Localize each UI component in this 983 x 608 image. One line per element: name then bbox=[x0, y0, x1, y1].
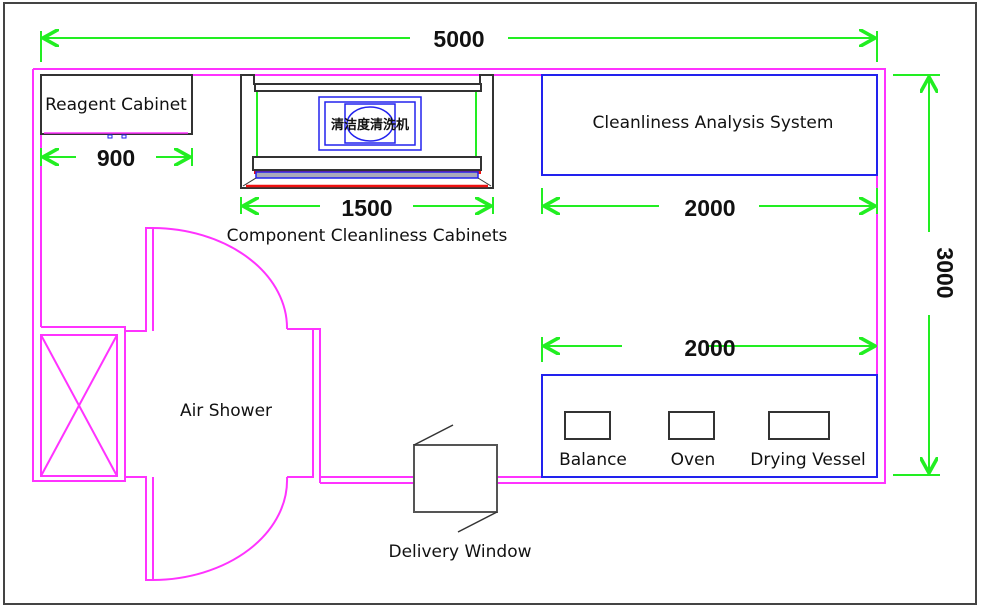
reagent-cabinet: Reagent Cabinet 900 bbox=[40, 74, 193, 171]
dimension-overall-depth: 3000 bbox=[893, 74, 958, 476]
air-shower: Air Shower bbox=[32, 227, 321, 581]
page-border bbox=[3, 2, 977, 605]
dimension-overall-width: 5000 bbox=[40, 26, 878, 62]
dimension-label: 2000 bbox=[684, 195, 735, 221]
drying-vessel-label: Drying Vessel bbox=[750, 450, 866, 470]
dimension-label: 5000 bbox=[433, 26, 484, 52]
dimension-label: 900 bbox=[97, 145, 135, 171]
oven-icon bbox=[668, 411, 715, 440]
air-shower-label: Air Shower bbox=[180, 401, 272, 421]
lab-bench: 2000 Balance Oven Drying Vessel bbox=[541, 335, 878, 478]
dimension-label: 2000 bbox=[684, 335, 735, 361]
dimension-label: 3000 bbox=[932, 247, 958, 298]
dimension-label: 1500 bbox=[341, 195, 392, 221]
cleanliness-cabinets-label: Component Cleanliness Cabinets bbox=[227, 226, 508, 246]
balance-label: Balance bbox=[559, 450, 627, 470]
reagent-cabinet-label: Reagent Cabinet bbox=[45, 95, 187, 115]
delivery-window-label: Delivery Window bbox=[389, 542, 532, 562]
balance-icon bbox=[564, 411, 611, 440]
oven-label: Oven bbox=[671, 450, 716, 470]
drying-vessel-icon bbox=[768, 411, 830, 440]
component-cleanliness-cabinets: 清洁度清洗机 1500 Component Cleanliness Cabine… bbox=[227, 74, 508, 246]
delivery-window: Delivery Window bbox=[389, 424, 532, 562]
analysis-system-label: Cleanliness Analysis System bbox=[593, 113, 834, 133]
cleanliness-analysis-system: Cleanliness Analysis System 2000 bbox=[541, 74, 878, 221]
cabinet-inner-label: 清洁度清洗机 bbox=[331, 117, 409, 133]
